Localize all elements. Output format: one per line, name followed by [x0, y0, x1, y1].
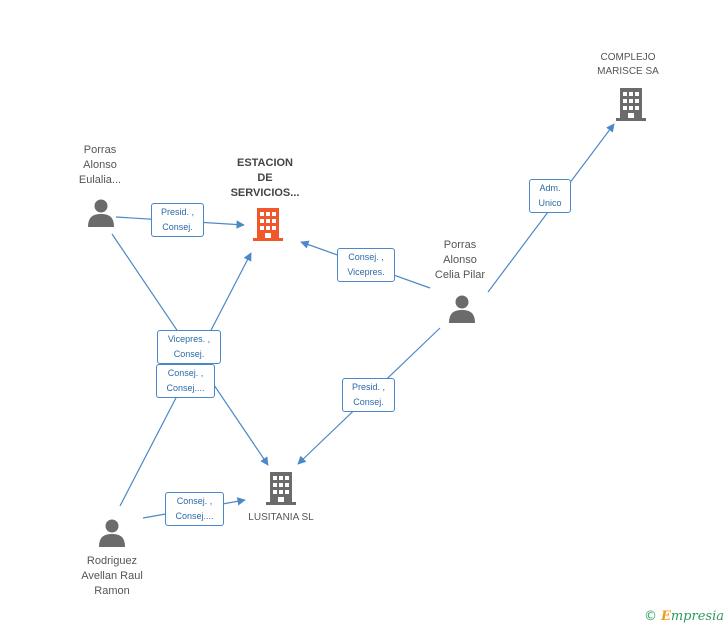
edge-label-line: Consej. — [173, 349, 205, 359]
brand-initial: E — [660, 609, 671, 624]
building-icon-graphic — [616, 88, 646, 121]
node-label-line: ESTACION — [236, 157, 294, 169]
building-icon[interactable] — [614, 86, 648, 127]
edge-label-eulalia-lusitania[interactable]: Consej. , Consej.... — [156, 364, 215, 398]
brand-logo: ©Empresia — [644, 609, 724, 624]
node-label-line: Alonso — [443, 254, 477, 266]
node-label-line: Eulalia... — [78, 174, 122, 186]
edge-label-line: Consej. , — [176, 496, 213, 506]
edge-label-line: Consej. — [353, 397, 384, 407]
edge-label-eulalia-estacion[interactable]: Presid. , Consej. — [151, 203, 204, 237]
edge-label-rodriguez-estacion[interactable]: Vicepres. , Consej. — [157, 330, 221, 364]
node-label-celia[interactable]: Porras Alonso Celia Pilar — [419, 238, 501, 283]
brand-name: mpresia — [670, 609, 724, 624]
node-label-line: MARISCE SA — [597, 66, 659, 77]
person-icon-graphic — [99, 519, 125, 547]
node-label-estacion[interactable]: ESTACION DE SERVICIOS... — [221, 156, 309, 201]
building-icon[interactable] — [264, 470, 298, 511]
person-icon-graphic — [449, 295, 475, 323]
node-label-eulalia[interactable]: Porras Alonso Eulalia... — [60, 143, 140, 188]
edge-label-line: Consej. , — [167, 368, 204, 378]
node-label-line: Celia Pilar — [434, 269, 486, 281]
node-label-line: Alonso — [83, 159, 117, 171]
node-label-line: LUSITANIA SL — [248, 512, 314, 523]
edge-label-line: Vicepres. , — [167, 334, 211, 344]
building-icon[interactable] — [251, 206, 285, 247]
edge-label-line: Consej. , — [348, 252, 384, 262]
edge-label-celia-complejo[interactable]: Adm. Unico — [529, 179, 571, 213]
node-label-complejo[interactable]: COMPLEJO MARISCE SA — [583, 51, 673, 79]
copyright-icon: © — [643, 609, 657, 624]
edge-label-line: Adm. — [539, 183, 561, 193]
edge-label-line: Presid. , — [160, 207, 194, 217]
node-label-rodriguez[interactable]: Rodriguez Avellan Raul Ramon — [62, 554, 162, 599]
node-label-line: COMPLEJO — [600, 52, 656, 63]
building-icon-graphic — [253, 208, 283, 241]
edge-label-line: Consej.... — [166, 383, 205, 393]
edge-label-line: Consej. — [162, 222, 193, 232]
node-label-line: Porras — [443, 239, 477, 251]
node-label-line: Ramon — [94, 585, 130, 597]
edge-label-rodriguez-lusitania[interactable]: Consej. , Consej.... — [165, 492, 224, 526]
edge-label-line: Unico — [538, 198, 562, 208]
person-icon[interactable] — [86, 198, 116, 233]
edge-label-celia-lusitania[interactable]: Presid. , Consej. — [342, 378, 395, 412]
node-label-line: SERVICIOS... — [230, 187, 300, 199]
person-icon[interactable] — [97, 518, 127, 553]
person-icon[interactable] — [447, 294, 477, 329]
edge-label-line: Consej.... — [175, 511, 214, 521]
node-label-line: Porras — [83, 144, 117, 156]
node-label-line: DE — [257, 172, 273, 184]
node-label-line: Rodriguez — [86, 555, 138, 567]
edge-label-line: Presid. , — [351, 382, 385, 392]
edge-label-celia-estacion[interactable]: Consej. , Vicepres. — [337, 248, 395, 282]
person-icon-graphic — [88, 199, 114, 227]
node-label-lusitania[interactable]: LUSITANIA SL — [236, 511, 326, 525]
building-icon-graphic — [266, 472, 296, 505]
edge-label-line: Vicepres. — [347, 267, 385, 277]
node-label-line: Avellan Raul — [81, 570, 143, 582]
